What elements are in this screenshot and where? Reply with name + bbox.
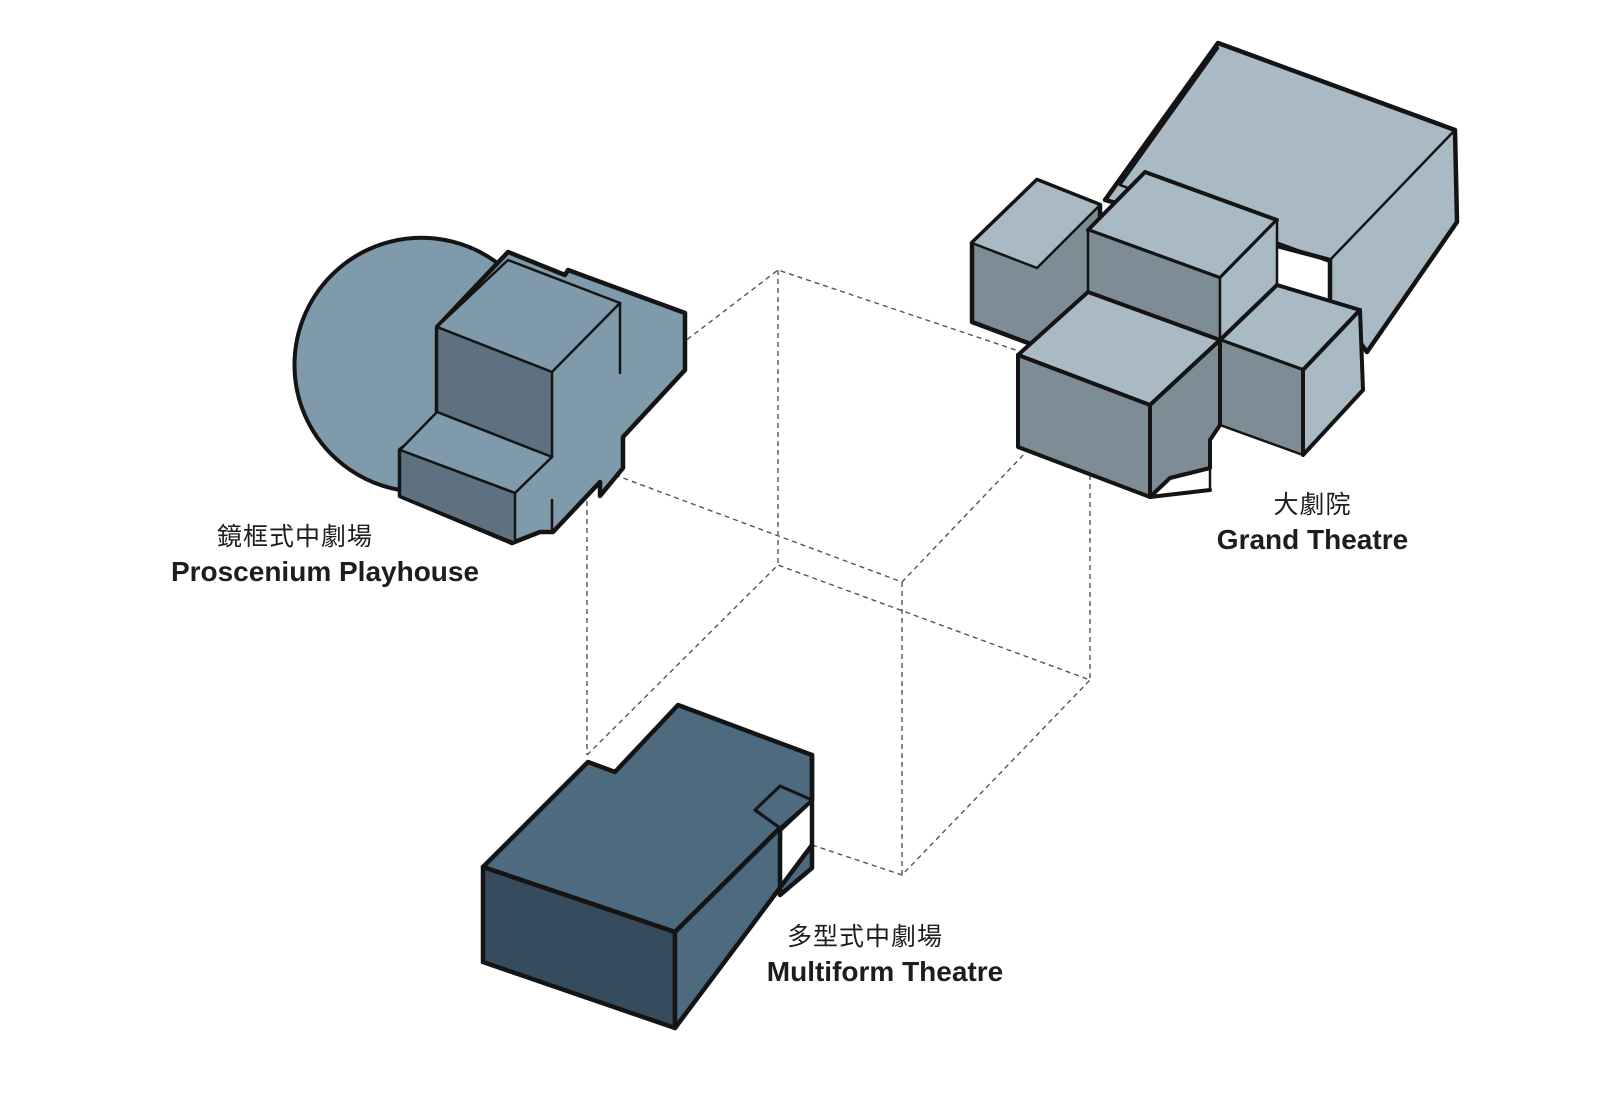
grand-left-wing-top	[970, 178, 1102, 270]
grand-theatre-volume	[969, 40, 1460, 499]
multiform-theatre-label: 多型式中劇場 Multiform Theatre	[755, 920, 1015, 990]
proscenium-playhouse-name-en: Proscenium Playhouse	[170, 556, 480, 587]
wireframe-bottom-front-edges	[811, 679, 1091, 876]
multiform-notch-edge	[753, 808, 782, 897]
grand-right-wing-side	[1301, 308, 1365, 457]
grand-theatre-name-en: Grand Theatre	[1216, 524, 1409, 555]
multiform-theatre-volume	[480, 702, 815, 1031]
proscenium-playhouse-volume	[292, 235, 688, 546]
grand-theatre-name-zh: 大劇院	[1273, 490, 1352, 519]
proscenium-playhouse-label: 鏡框式中劇場 Proscenium Playhouse	[160, 520, 490, 590]
proscenium-playhouse-name-zh: 鏡框式中劇場	[216, 522, 373, 551]
wireframe-top-edges	[679, 269, 1091, 376]
multiform-theatre-name-zh: 多型式中劇場	[786, 922, 943, 951]
grand-rear-vertical	[1328, 128, 1457, 262]
playhouse-front-block-face	[398, 448, 517, 545]
grand-base-edge-2	[1148, 488, 1212, 499]
grand-theatre-label: 大劇院 Grand Theatre	[1205, 488, 1420, 558]
multiform-theatre-name-en: Multiform Theatre	[766, 956, 1004, 987]
